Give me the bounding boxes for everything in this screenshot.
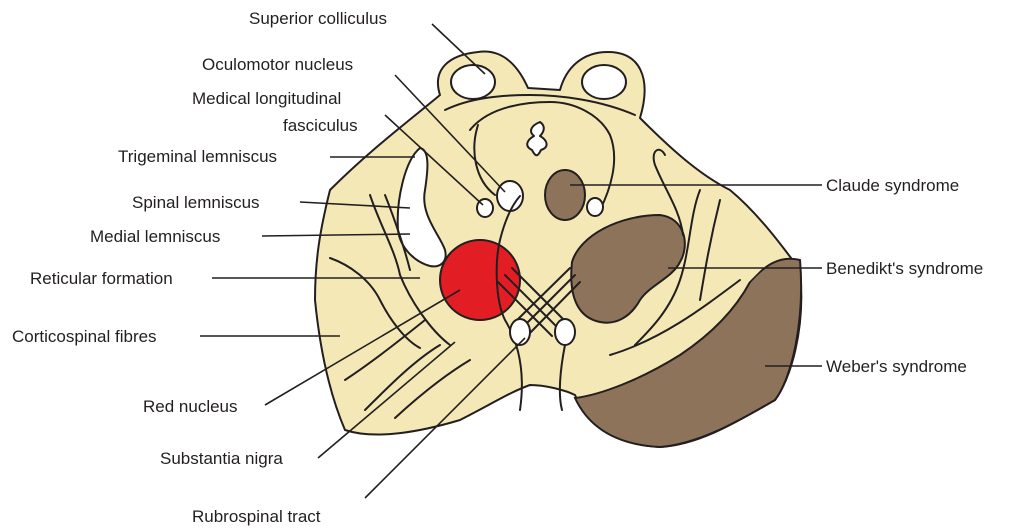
label-reticular-formation: Reticular formation (30, 269, 173, 288)
label-trigeminal-lemniscus: Trigeminal lemniscus (118, 147, 277, 166)
label-corticospinal-fibres: Corticospinal fibres (12, 327, 157, 346)
label-spinal-lemniscus: Spinal lemniscus (132, 193, 260, 212)
label-red-nucleus: Red nucleus (143, 397, 238, 416)
superior-colliculus-left (451, 65, 495, 99)
label-mlf-line1: Medical longitudinal (192, 89, 341, 108)
label-mlf-line2: fasciculus (283, 116, 358, 135)
label-superior-colliculus: Superior colliculus (249, 9, 387, 28)
label-substantia-nigra: Substantia nigra (160, 449, 283, 468)
label-weber-syndrome: Weber's syndrome (826, 357, 967, 376)
label-oculomotor-nucleus: Oculomotor nucleus (202, 55, 353, 74)
label-rubrospinal-tract: Rubrospinal tract (192, 507, 321, 526)
label-claude-syndrome: Claude syndrome (826, 176, 959, 195)
claude-lesion (545, 170, 585, 220)
rubrospinal-right (555, 319, 575, 345)
mlf-right (587, 198, 603, 216)
superior-colliculus-right (582, 65, 626, 99)
label-benedikt-syndrome: Benedikt's syndrome (826, 259, 983, 278)
red-nucleus (440, 240, 520, 320)
label-medial-lemniscus: Medial lemniscus (90, 227, 220, 246)
rubrospinal-left (510, 319, 530, 345)
